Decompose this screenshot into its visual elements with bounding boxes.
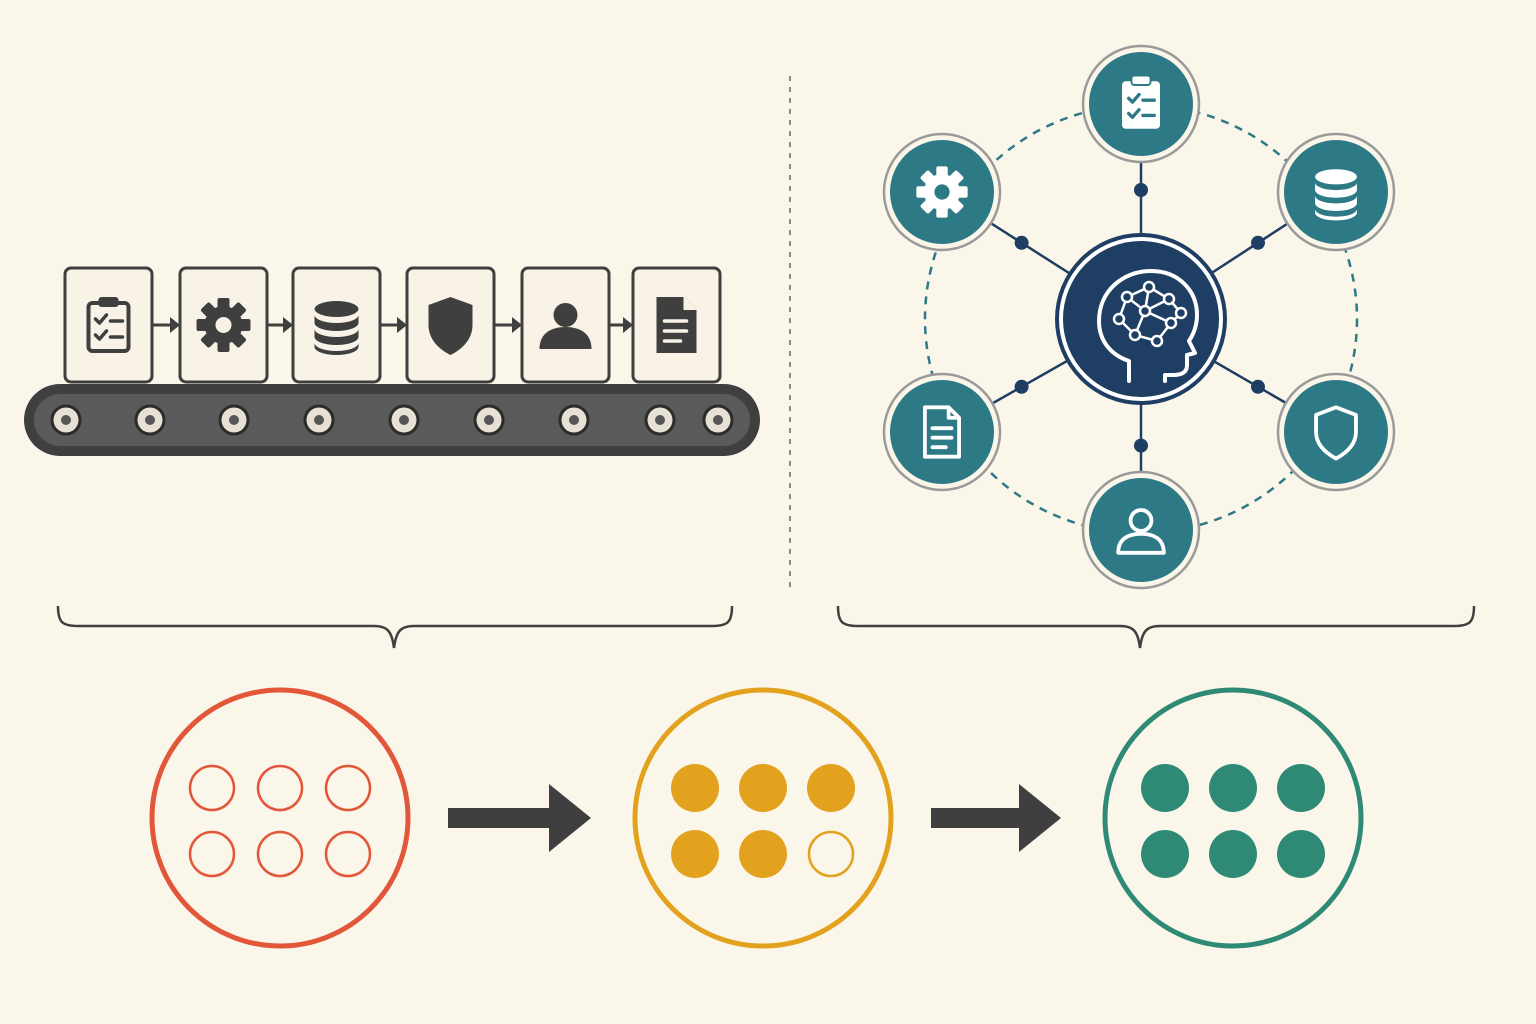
connector-node [1014, 235, 1029, 250]
conveyor-roller [388, 404, 420, 436]
unit-dot-empty [807, 830, 855, 878]
unit-dot-filled [671, 764, 719, 812]
gear-icon [196, 298, 251, 352]
flow-arrow [494, 317, 522, 333]
unit-dot-filled [807, 764, 855, 812]
gear-icon [916, 166, 968, 218]
unit-dot-filled [1209, 764, 1257, 812]
flow-arrow [609, 317, 633, 333]
connector-node [1134, 438, 1148, 453]
right-brace [836, 605, 1476, 649]
pipeline-step-card [63, 266, 154, 384]
unit-dot-filled [671, 830, 719, 878]
unit-dot-filled [1209, 830, 1257, 878]
connector-node [1251, 235, 1265, 250]
connector-node [1251, 379, 1265, 394]
network-satellite [882, 372, 1002, 492]
conveyor-roller [644, 404, 676, 436]
unit-dot-filled [1277, 764, 1325, 812]
flow-arrow [380, 317, 407, 333]
conveyor-roller [134, 404, 166, 436]
pipeline-step [291, 266, 382, 384]
progress-arrow [931, 784, 1061, 852]
unit-dot-filled [739, 764, 787, 812]
unit-dot-empty [256, 764, 304, 812]
conveyor-roller [702, 404, 734, 436]
network-satellite [882, 132, 1002, 252]
stage-ring [149, 687, 411, 949]
flow-arrow [152, 317, 180, 333]
unit-dot-filled [1141, 830, 1189, 878]
unit-dot-filled [739, 830, 787, 878]
stage-complete [1102, 687, 1364, 949]
network-satellite [1276, 132, 1396, 252]
unit-dot-empty [324, 830, 372, 878]
network-satellite [1081, 44, 1201, 164]
brain-head-icon [1097, 269, 1199, 383]
conveyor-roller [50, 404, 82, 436]
conveyor-roller [303, 404, 335, 436]
stage-ring [632, 687, 894, 949]
clipboard-checklist-icon [1122, 74, 1160, 129]
stage-ring [1102, 687, 1364, 949]
network-satellite [1081, 470, 1201, 590]
left-brace [56, 605, 734, 649]
connector-node [1014, 379, 1029, 394]
pipeline-step [631, 266, 722, 384]
unit-dot-empty [256, 830, 304, 878]
unit-dot-filled [1277, 830, 1325, 878]
pipeline-step [405, 266, 496, 384]
unit-dot-empty [188, 830, 236, 878]
pipeline-step [63, 266, 154, 384]
agent-network [882, 44, 1396, 590]
network-satellite [1276, 372, 1396, 492]
network-hub [1055, 233, 1227, 405]
unit-dot-empty [324, 764, 372, 812]
pipeline-step [520, 266, 611, 384]
unit-dot-empty [188, 764, 236, 812]
linear-pipeline [24, 266, 760, 456]
pipeline-step [178, 266, 269, 384]
progression-stages [149, 687, 1364, 949]
stage-partial [632, 687, 894, 949]
conveyor-roller [558, 404, 590, 436]
document-icon [656, 297, 697, 353]
connector-node [1134, 183, 1148, 197]
flow-arrow [267, 317, 293, 333]
unit-dot-filled [1141, 764, 1189, 812]
conveyor-roller [218, 404, 250, 436]
stage-empty [149, 687, 411, 949]
conveyor-roller [473, 404, 505, 436]
progress-arrow [448, 784, 591, 852]
